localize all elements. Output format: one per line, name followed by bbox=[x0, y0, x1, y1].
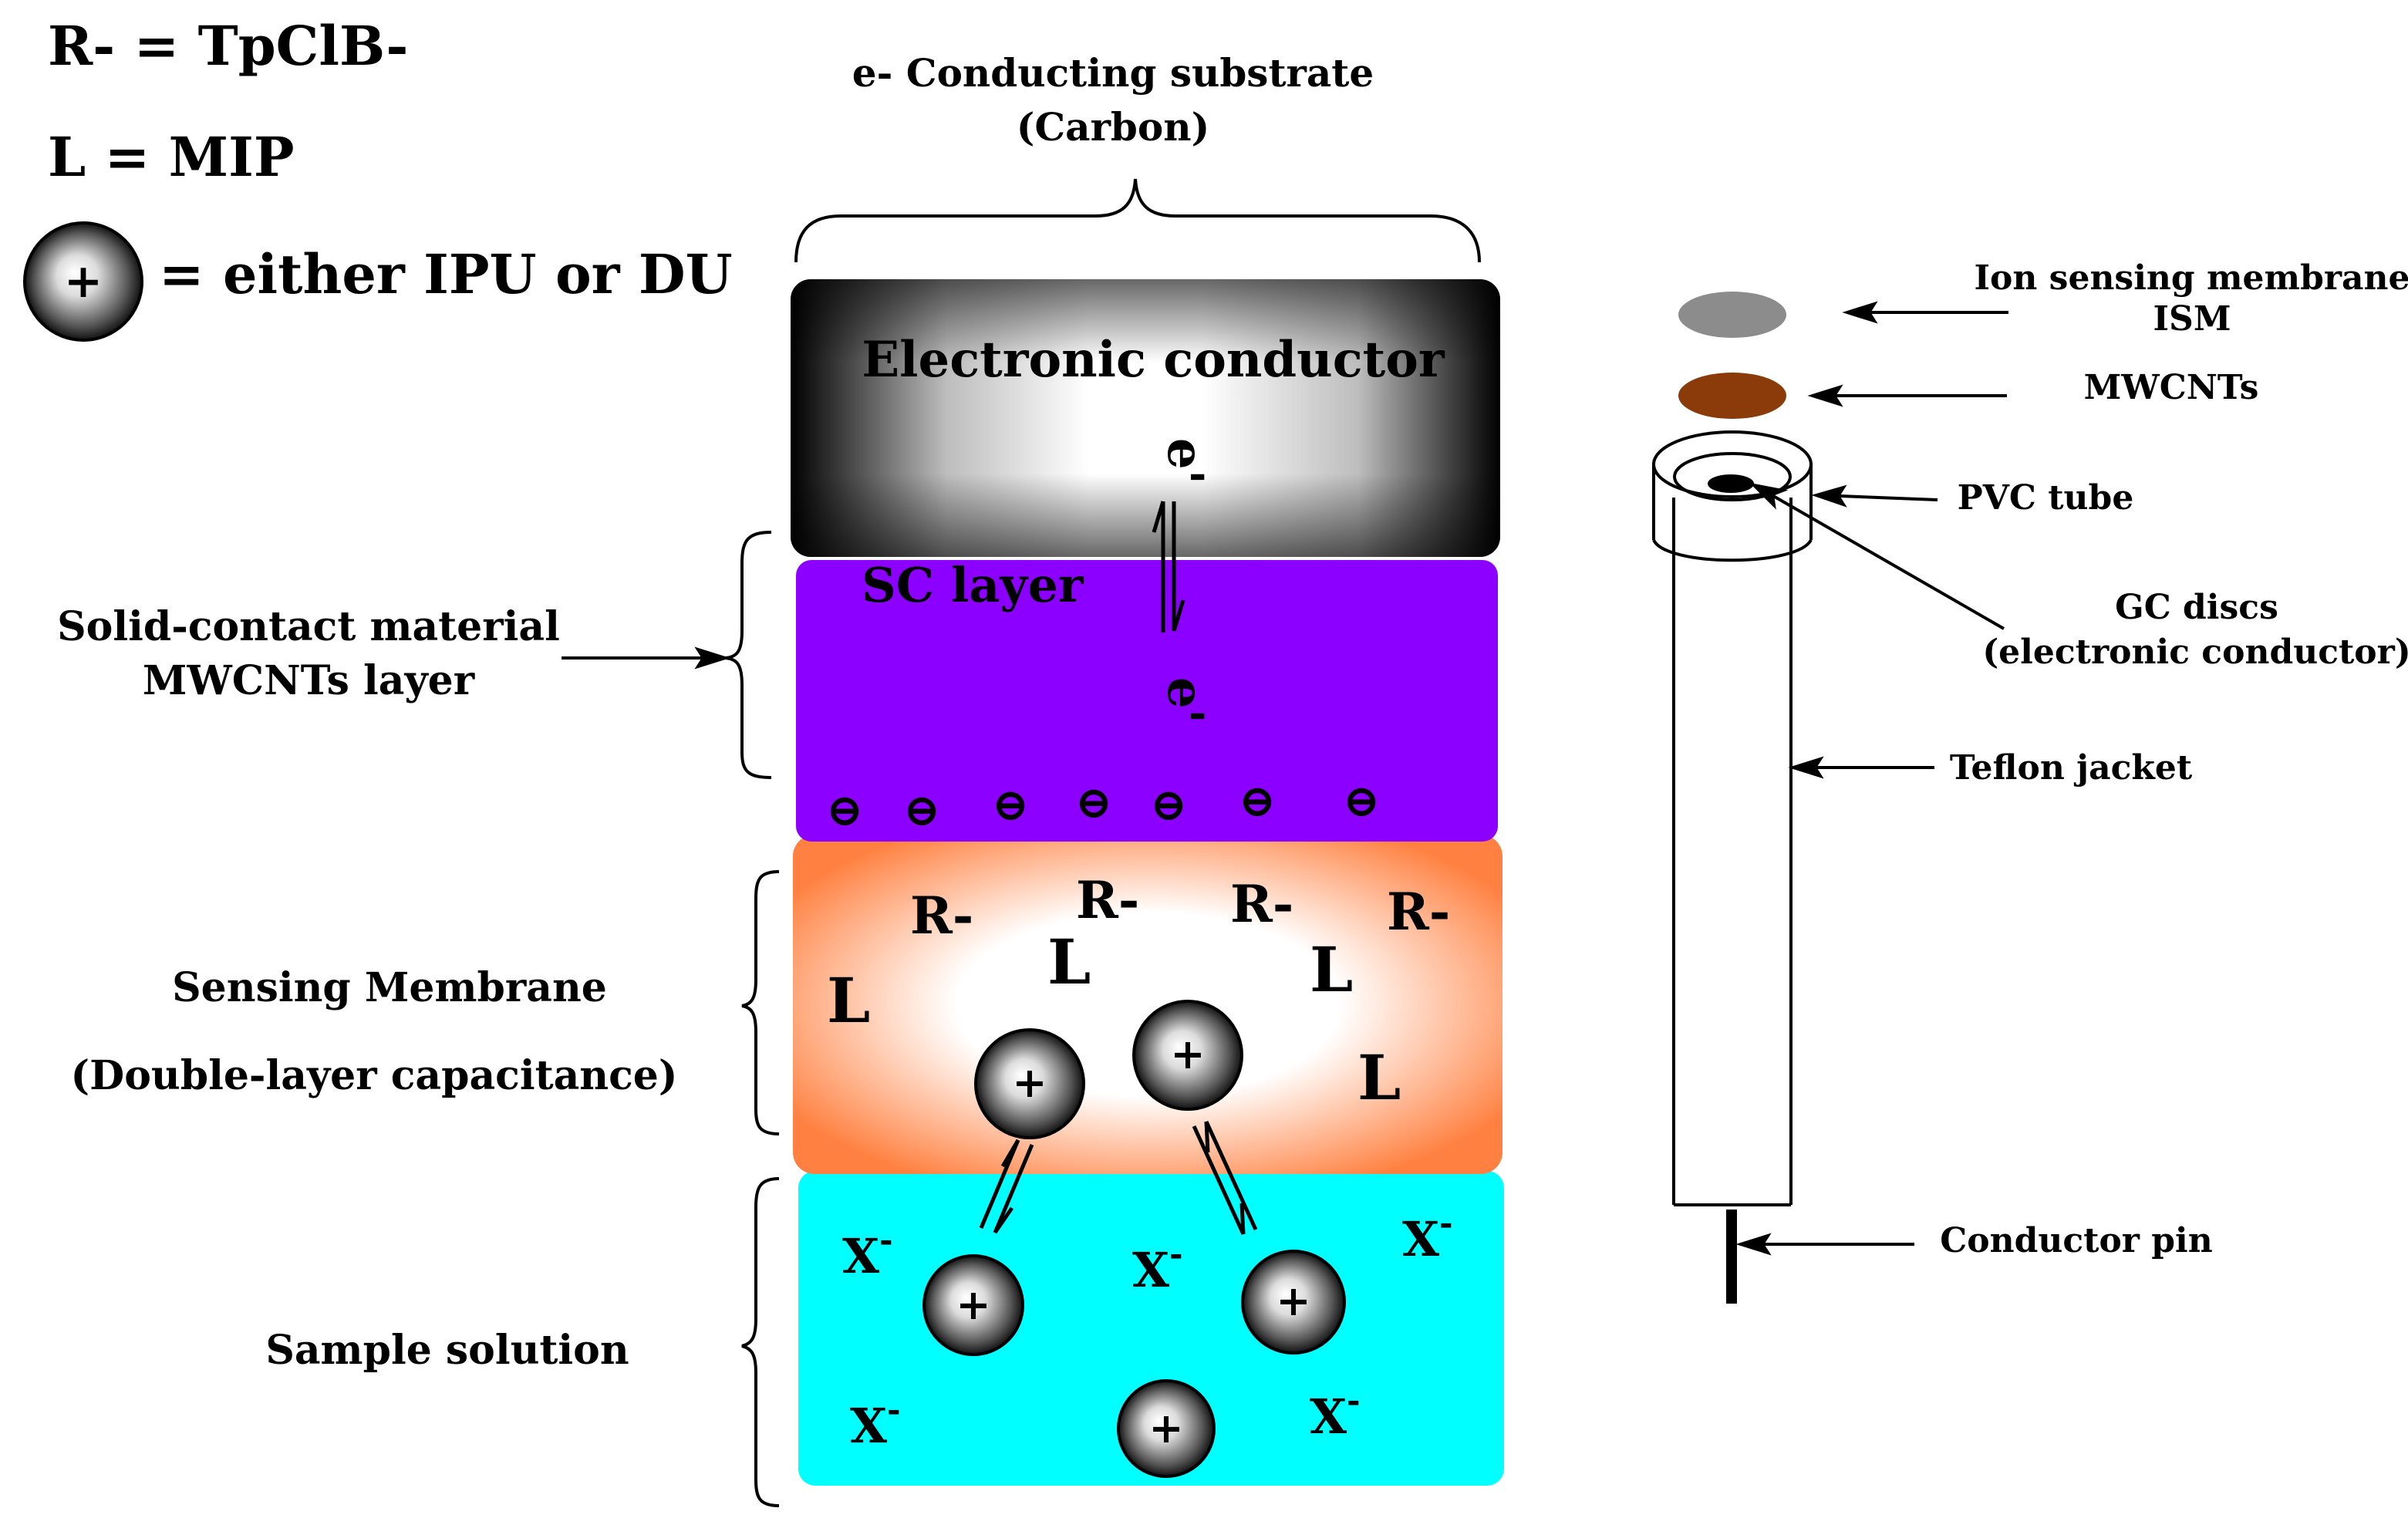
pin-arrow bbox=[1735, 1233, 1914, 1256]
sample-solution-brace bbox=[741, 1177, 780, 1507]
ism-label-2: ISM bbox=[2153, 299, 2231, 339]
l-label: L bbox=[1310, 933, 1353, 1006]
mwcnt-disc bbox=[1678, 373, 1786, 419]
x-anion: X- bbox=[1402, 1204, 1453, 1267]
electronic-conductor-label: Electronic conductor bbox=[862, 331, 1445, 389]
ism-label-1: Ion sensing membrane bbox=[1974, 258, 2408, 298]
mwcnts-label: MWCNTs bbox=[2084, 368, 2259, 407]
l-label: L bbox=[1047, 926, 1091, 998]
ion-plus: + bbox=[1276, 1276, 1310, 1325]
l-label: L bbox=[827, 964, 870, 1037]
pvc-tube bbox=[1652, 430, 1813, 562]
ion-ball: + bbox=[1132, 1000, 1243, 1111]
conductor-pin-label: Conductor pin bbox=[1940, 1221, 2213, 1260]
sensing-membrane-layer bbox=[793, 835, 1502, 1174]
sensing-membrane-label: Sensing Membrane bbox=[172, 964, 607, 1011]
negative-charge: ⊖ bbox=[903, 784, 941, 836]
r-minus-label: R- bbox=[1387, 882, 1450, 942]
legend-l-definition: L = MIP bbox=[48, 125, 294, 189]
counter-anions: X- X- X- X- X- bbox=[842, 1204, 1453, 1454]
sensing-membrane-brace bbox=[741, 870, 780, 1135]
x-anion: X- bbox=[850, 1391, 901, 1454]
sample-solution-label: Sample solution bbox=[265, 1327, 629, 1374]
legend-r-definition: R- = TpClB- bbox=[48, 14, 408, 78]
negative-charge: ⊖ bbox=[1343, 774, 1381, 827]
legend-ion-icon: + bbox=[23, 221, 143, 342]
ion-ball: + bbox=[974, 1028, 1085, 1139]
negative-charge: ⊖ bbox=[1150, 778, 1188, 831]
electron-label-bottom: e' bbox=[1156, 677, 1214, 724]
gc-discs-label-2: (electronic conductor) bbox=[1982, 633, 2408, 672]
sc-layer-label: SC layer bbox=[862, 557, 1084, 613]
negative-charges: ⊖ ⊖ ⊖ ⊖ ⊖ ⊖ ⊖ bbox=[826, 774, 1381, 836]
solid-contact-label-1: Solid-contact material bbox=[57, 603, 560, 650]
ism-arrow bbox=[1842, 301, 2008, 324]
teflon-arrow bbox=[1788, 756, 1934, 779]
pvc-arrow bbox=[1811, 484, 1938, 508]
substrate-title: e- Conducting substrate bbox=[852, 50, 1374, 96]
sc-layer-brace bbox=[724, 531, 772, 779]
legend-ion-definition: = either IPU or DU bbox=[159, 242, 733, 306]
solid-contact-arrow bbox=[562, 646, 730, 670]
ion-plus: + bbox=[1170, 1029, 1205, 1078]
ion-plus: + bbox=[1012, 1058, 1047, 1107]
r-minus-label: R- bbox=[1230, 874, 1293, 934]
sc-layer bbox=[796, 560, 1498, 842]
negative-charge: ⊖ bbox=[1239, 774, 1277, 827]
conductor-pin bbox=[1726, 1210, 1737, 1304]
legend-ion-plus: + bbox=[64, 255, 103, 309]
ion-plus: + bbox=[956, 1280, 990, 1329]
ion-plus: + bbox=[1148, 1403, 1183, 1452]
ion-ball: + bbox=[1241, 1250, 1346, 1355]
electron-equilibrium-arrows bbox=[1152, 501, 1185, 633]
mwcnts-arrow bbox=[1807, 384, 2007, 407]
r-minus-label: R- bbox=[910, 886, 973, 946]
electronic-conductor-layer bbox=[791, 279, 1500, 557]
double-layer-label: (Double-layer capacitance) bbox=[71, 1052, 678, 1099]
negative-charge: ⊖ bbox=[826, 784, 864, 836]
substrate-subtitle: (Carbon) bbox=[1017, 104, 1210, 150]
negative-charge: ⊖ bbox=[992, 778, 1030, 831]
electron-label-top: e' bbox=[1156, 438, 1214, 484]
ion-exchange-arrows-left bbox=[979, 1139, 1034, 1234]
sample-solution-layer bbox=[798, 1171, 1504, 1486]
sensing-membrane-species: R- R- R- R- L L L L bbox=[827, 870, 1450, 1114]
l-label: L bbox=[1357, 1041, 1401, 1114]
pvc-tube-label: PVC tube bbox=[1958, 478, 2134, 518]
x-anion: X- bbox=[842, 1221, 893, 1284]
x-anion: X- bbox=[1132, 1235, 1183, 1298]
ion-ball: + bbox=[922, 1254, 1024, 1356]
solid-contact-label-2: MWCNTs layer bbox=[143, 657, 475, 704]
ion-ball: + bbox=[1117, 1379, 1216, 1478]
negative-charge: ⊖ bbox=[1075, 776, 1113, 828]
x-anion: X- bbox=[1310, 1382, 1361, 1445]
r-minus-label: R- bbox=[1076, 870, 1139, 930]
gc-arrow bbox=[1749, 482, 2005, 630]
electrode-arrows bbox=[1735, 301, 2008, 1256]
teflon-jacket-label: Teflon jacket bbox=[1950, 748, 2193, 788]
teflon-jacket bbox=[1672, 498, 1793, 1206]
substrate-brace bbox=[794, 178, 1481, 263]
ism-disc bbox=[1678, 292, 1786, 338]
ion-exchange-arrows-right bbox=[1192, 1120, 1258, 1236]
gc-discs-label-1: GC discs bbox=[2115, 588, 2278, 627]
gc-disc bbox=[1708, 474, 1754, 493]
